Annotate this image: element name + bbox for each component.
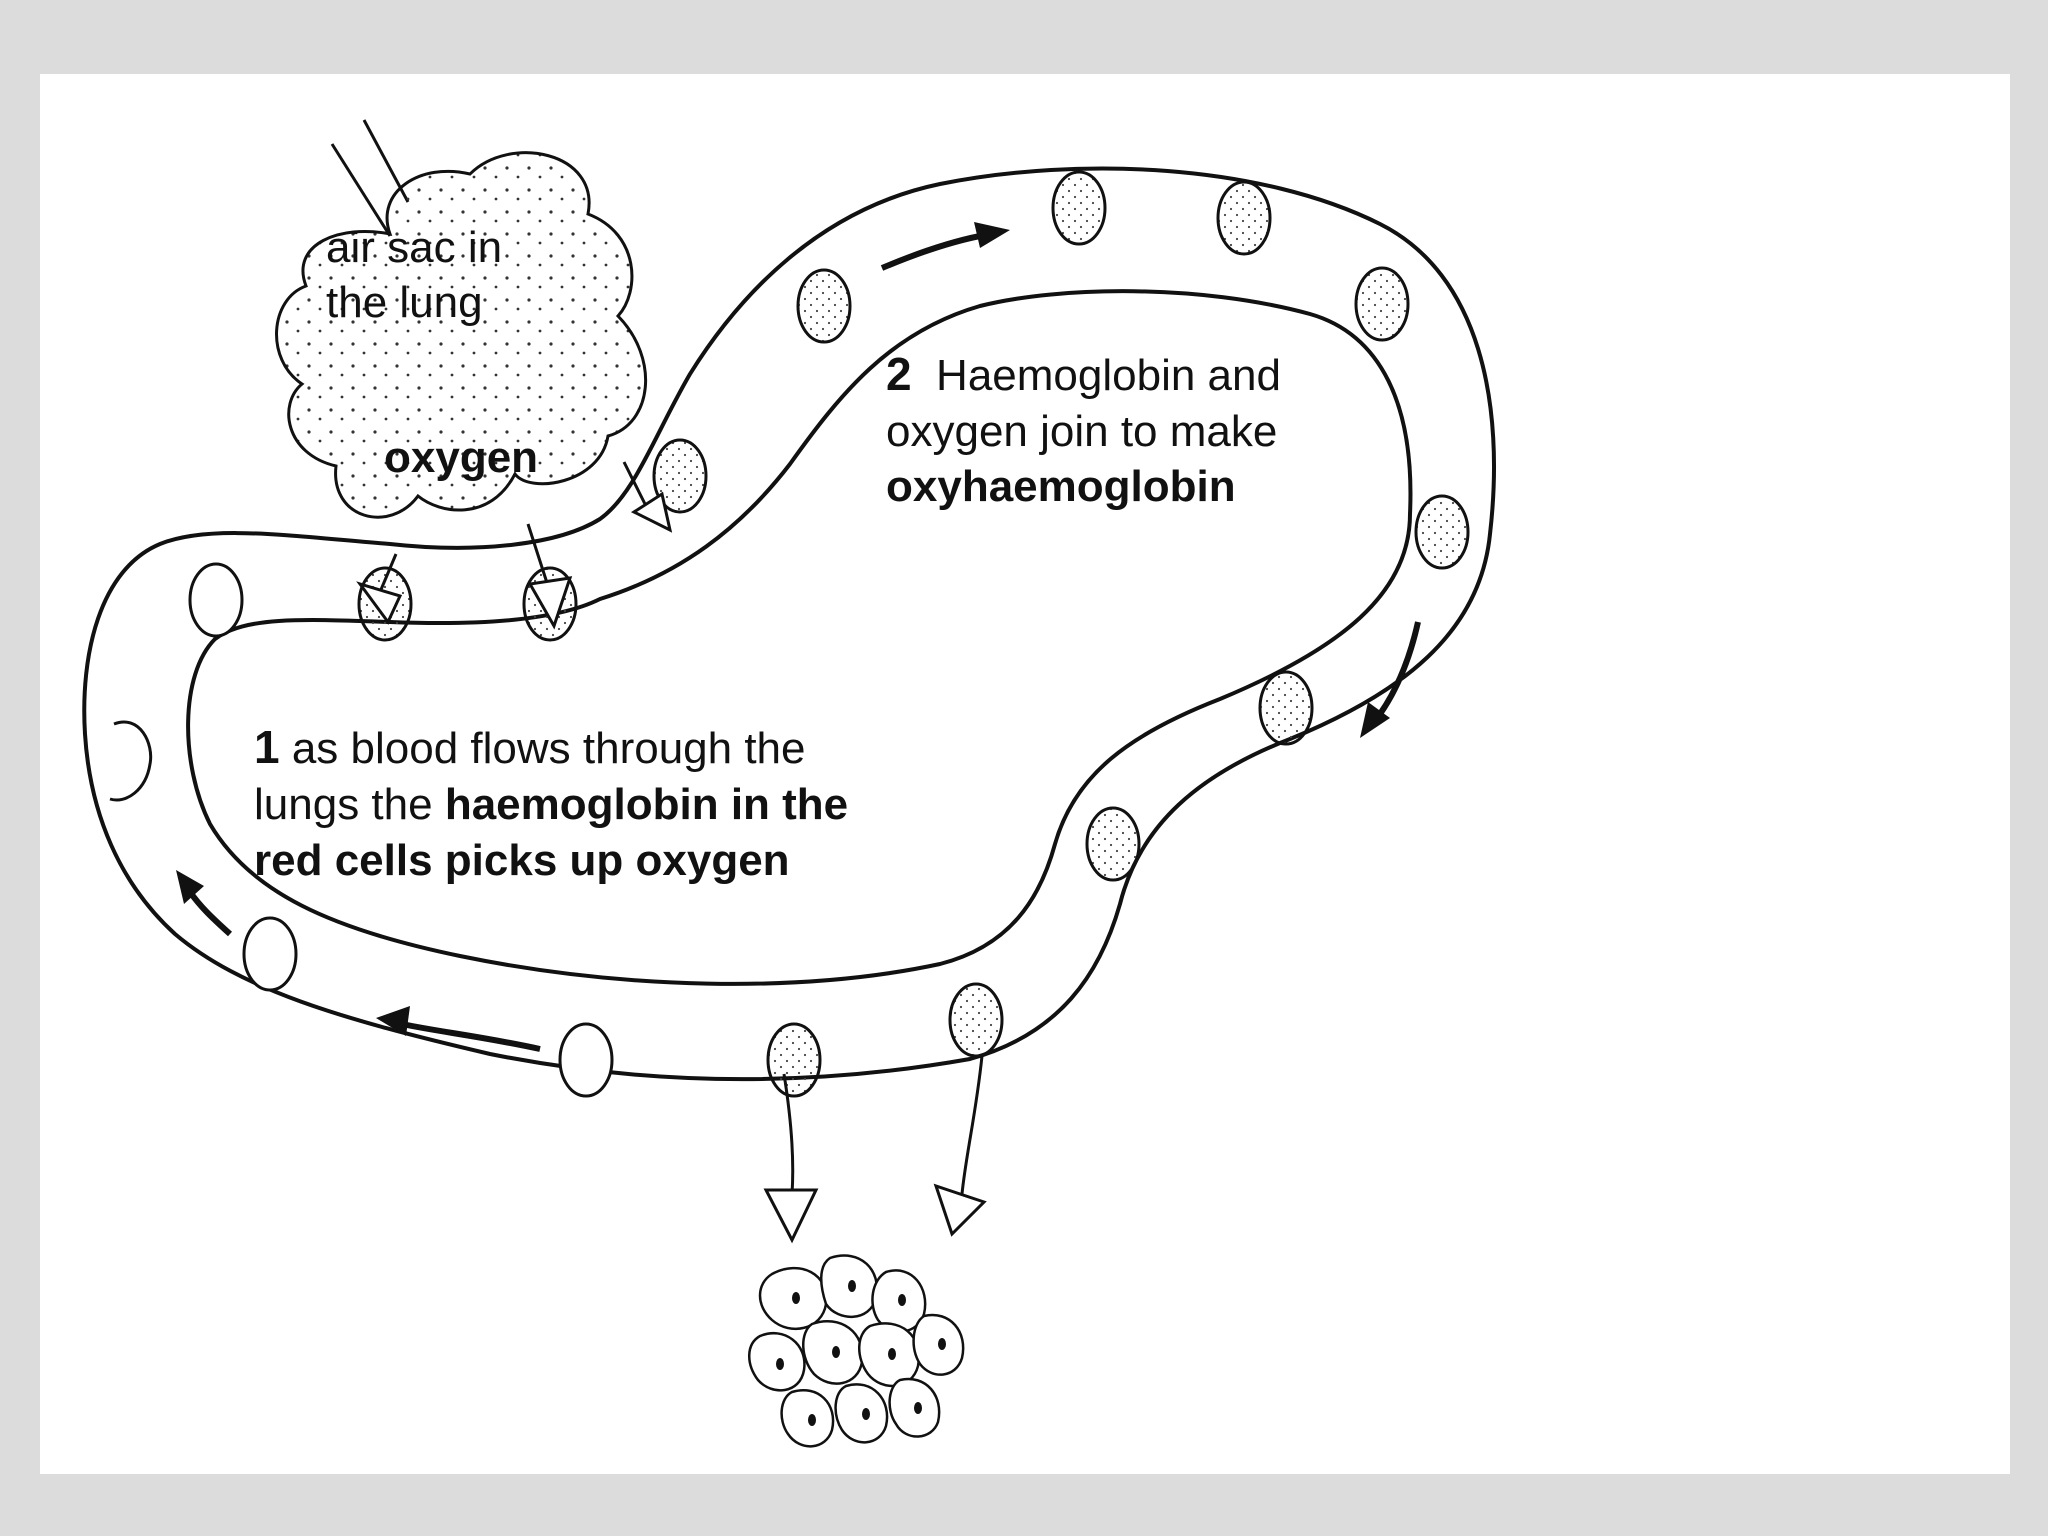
red-blood-cell-icon	[1258, 670, 1314, 746]
red-blood-cell-icon	[1085, 806, 1141, 882]
step-1-line2a: lungs the	[254, 779, 433, 829]
step-2-line1: Haemoglobin and	[936, 351, 1281, 400]
air-sac-label-line2: the lung	[326, 278, 483, 327]
step-1-line1: as blood flows through the	[291, 724, 806, 773]
air-sac-icon	[275, 151, 648, 519]
step-1-line3: red cells picks up oxygen	[254, 835, 790, 885]
red-blood-cell-icon	[242, 916, 298, 992]
red-blood-cell-icon	[948, 982, 1004, 1058]
red-blood-cell-icon	[1354, 266, 1410, 342]
red-blood-cell-icon	[796, 268, 852, 344]
flow-arrow-icon	[880, 222, 1010, 271]
red-blood-cell-icon	[1051, 170, 1107, 246]
step-2-label: 2 Haemoglobin and oxygen join to make ox…	[886, 346, 1506, 514]
oxygen-in-arrows	[356, 461, 673, 630]
step-2-line3: oxyhaemoglobin	[886, 461, 1236, 511]
oxygen-diffusion-arrow-icon	[622, 461, 673, 533]
oxygen-diffusion-arrow-icon	[933, 1055, 987, 1237]
body-cells-icon	[748, 1254, 965, 1448]
red-blood-cell-icon	[652, 438, 708, 514]
oxygen-out-arrows	[763, 1055, 987, 1244]
oxygen-diffusion-arrow-icon	[526, 523, 573, 630]
oxygen-diffusion-arrow-icon	[763, 1073, 819, 1244]
red-blood-cell-icon	[188, 562, 244, 638]
step-2-number: 2	[886, 348, 912, 400]
oxygen-diffusion-arrow-icon	[356, 553, 403, 625]
step-1-label: 1 as blood flows through the lungs the h…	[254, 718, 954, 889]
red-blood-cell-icon	[1414, 494, 1470, 570]
step-2-line2: oxygen join to make	[886, 406, 1278, 456]
capillary-vessel	[82, 166, 1496, 1082]
flow-arrow-icon	[376, 1006, 541, 1052]
flow-arrow-icon	[176, 870, 233, 937]
oxygen-label: oxygen	[384, 433, 539, 482]
air-sac-label: air sac in the lung	[326, 220, 586, 330]
slide: air sac in the lung oxygen 2 Haemoglobin…	[40, 74, 2010, 1474]
red-blood-cell-icon	[109, 720, 153, 802]
air-sac-label-line1: air sac in	[326, 223, 503, 272]
red-blood-cell-icon	[558, 1022, 614, 1098]
blood-flow-arrows	[176, 222, 1421, 1052]
step-1-number: 1	[254, 721, 280, 773]
red-blood-cell-icon	[1216, 180, 1272, 256]
flow-arrow-icon	[1360, 621, 1421, 738]
step-1-line2b: haemoglobin in the	[444, 779, 849, 829]
red-blood-cell-icon	[766, 1022, 822, 1098]
oxygen-transport-diagram	[82, 119, 1496, 1448]
